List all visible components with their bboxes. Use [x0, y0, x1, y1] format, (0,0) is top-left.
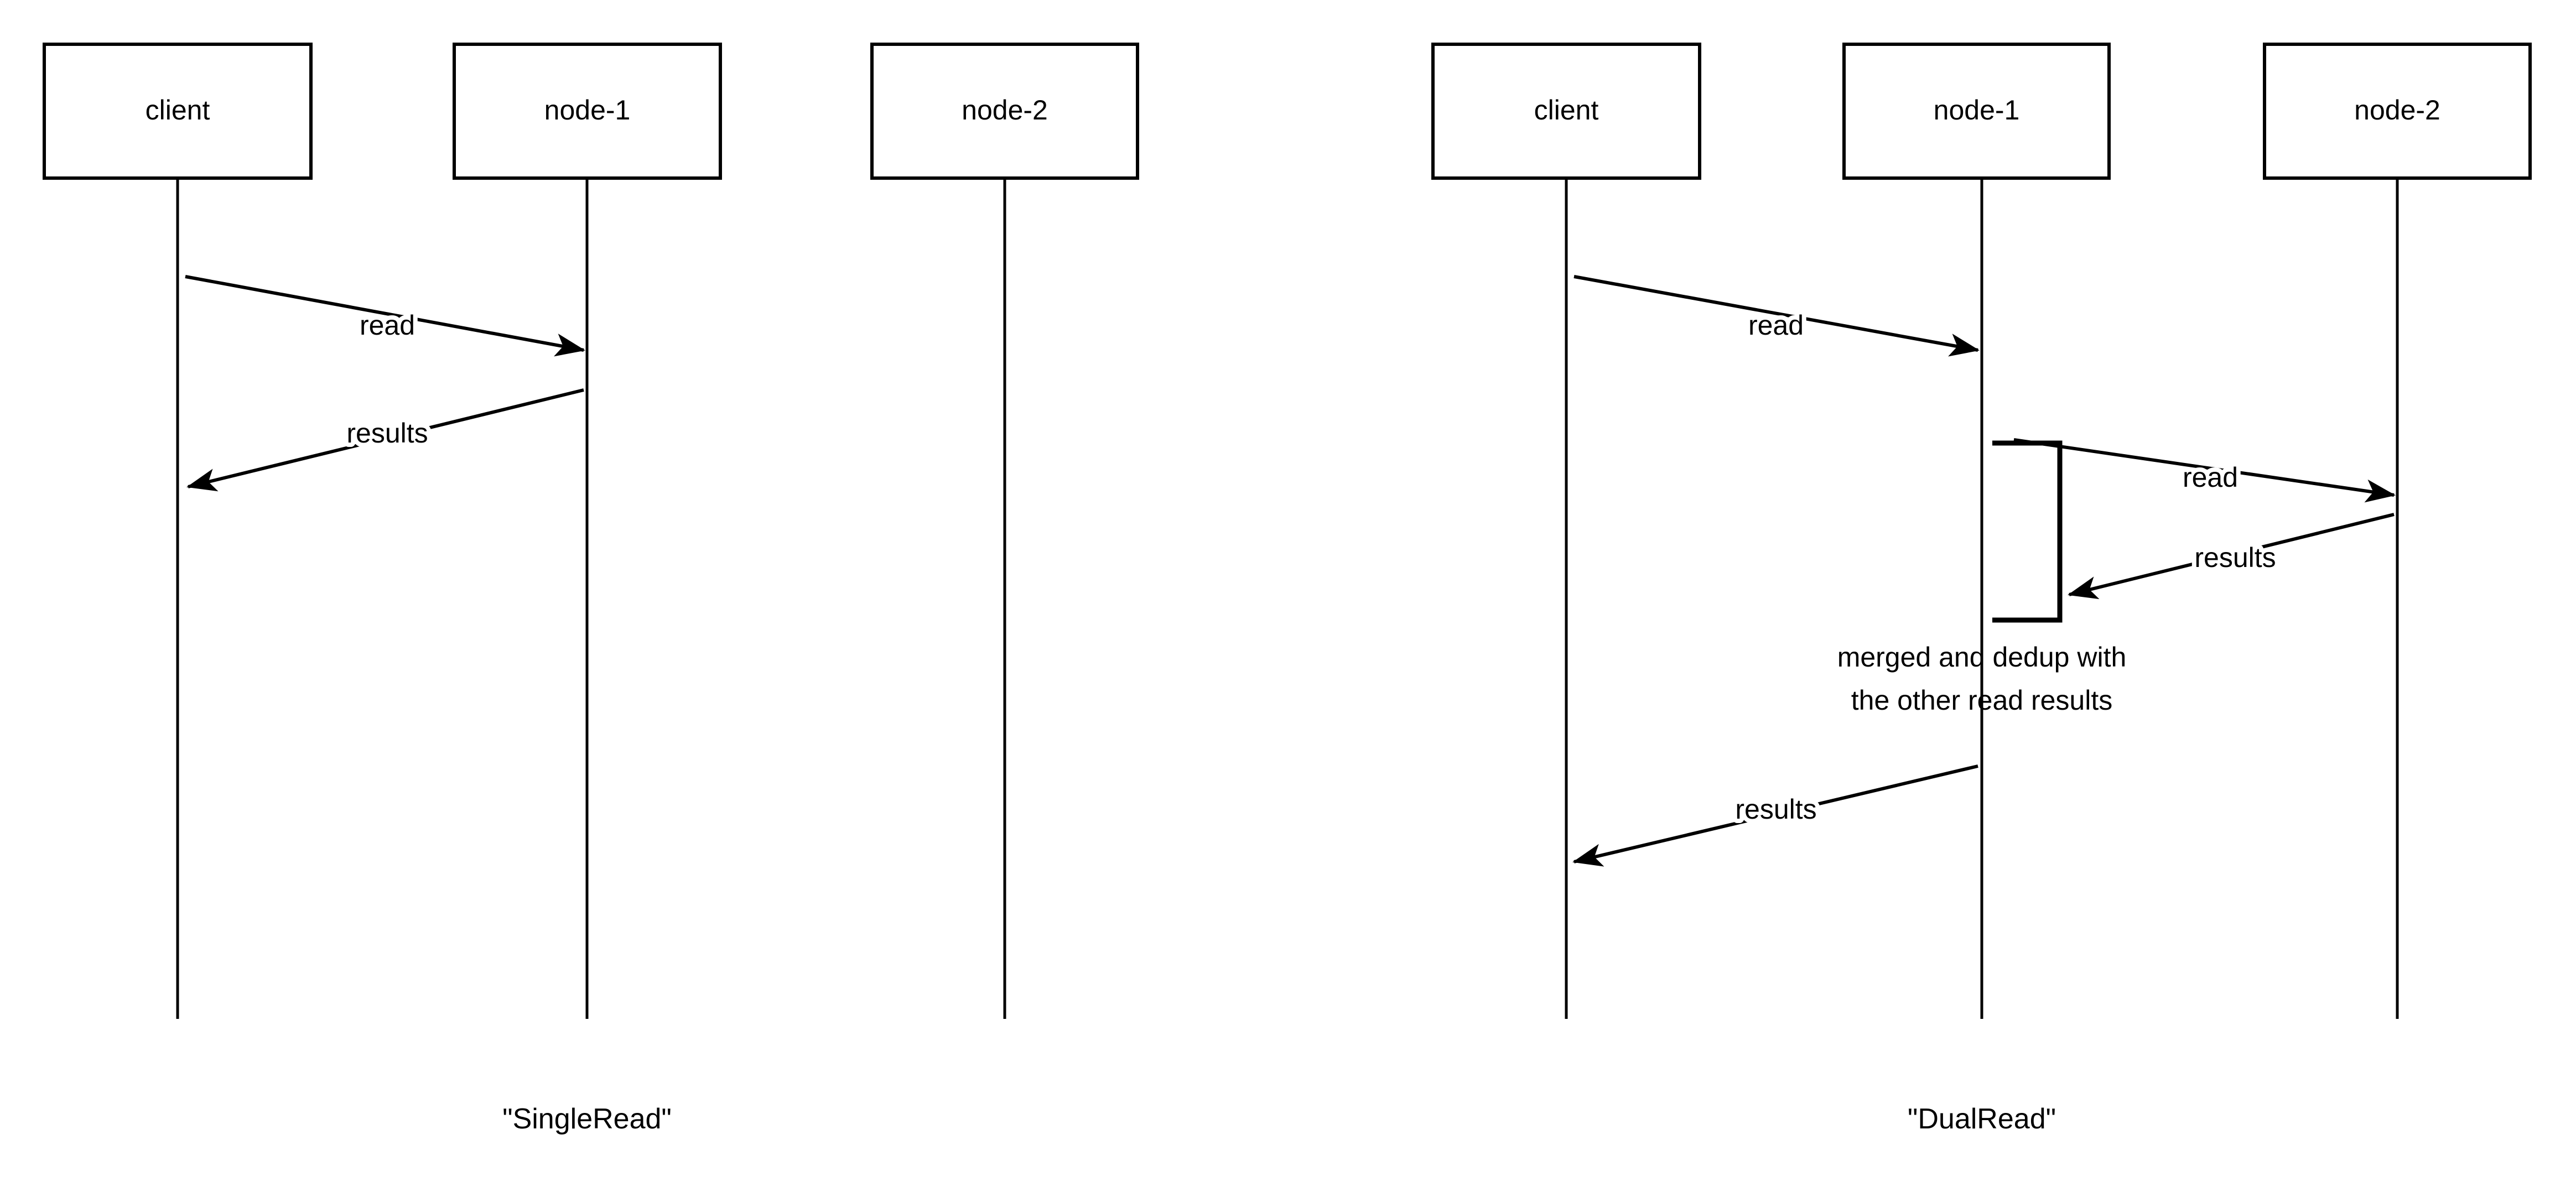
message-label-halo-1: results — [346, 418, 428, 449]
message-label-results-3: results — [1735, 794, 1816, 825]
diagram-caption-single-read: "SingleRead" — [502, 1103, 672, 1135]
participant-box-node-2[interactable] — [870, 43, 1139, 180]
message-label-halo-2: results — [2194, 542, 2276, 573]
message-arrow-read-0 — [185, 275, 585, 357]
message-label-halo-0: read — [360, 310, 415, 341]
message-label-read-0: read — [360, 310, 415, 341]
diagram-render-root: client node-1 node-2 read read results results… — [43, 43, 2532, 1135]
message-arrow-results-3 — [1572, 764, 1978, 867]
message-label-halo-3: results — [1735, 794, 1816, 825]
activation-bar-node-1 — [1992, 440, 2063, 623]
participant-box-client[interactable] — [43, 43, 313, 180]
message-arrow-read-1 — [2013, 438, 2396, 503]
message-arrow-results-1 — [186, 388, 584, 492]
participant-label-node-2: node-2 — [962, 95, 1048, 126]
note-line: the other read results — [1851, 685, 2113, 716]
participant-box-node-2[interactable] — [2263, 43, 2532, 180]
participant-label-client: client — [1534, 95, 1599, 126]
message-label-read-1: read — [2183, 462, 2238, 493]
participant-box-node-1[interactable] — [453, 43, 722, 180]
message-label-halo-0: read — [1748, 310, 1804, 341]
participant-box-node-1[interactable] — [1842, 43, 2111, 180]
participant-label-client: client — [146, 95, 210, 126]
message-label-results-2: results — [2194, 542, 2276, 573]
participant-box-client[interactable] — [1431, 43, 1701, 180]
message-label-read-0: read — [1748, 310, 1804, 341]
message-arrow-results-2 — [2068, 513, 2395, 600]
message-arrow-read-0 — [1573, 275, 1980, 357]
note-line: merged and dedup with — [1837, 642, 2127, 673]
diagram-caption-dual-read: "DualRead" — [1908, 1103, 2056, 1135]
participant-label-node-2: node-2 — [2354, 95, 2440, 126]
message-label-halo-1: read — [2183, 462, 2238, 493]
participant-label-node-1: node-1 — [544, 95, 631, 126]
participant-label-node-1: node-1 — [1934, 95, 2020, 126]
message-label-results-1: results — [346, 418, 428, 449]
